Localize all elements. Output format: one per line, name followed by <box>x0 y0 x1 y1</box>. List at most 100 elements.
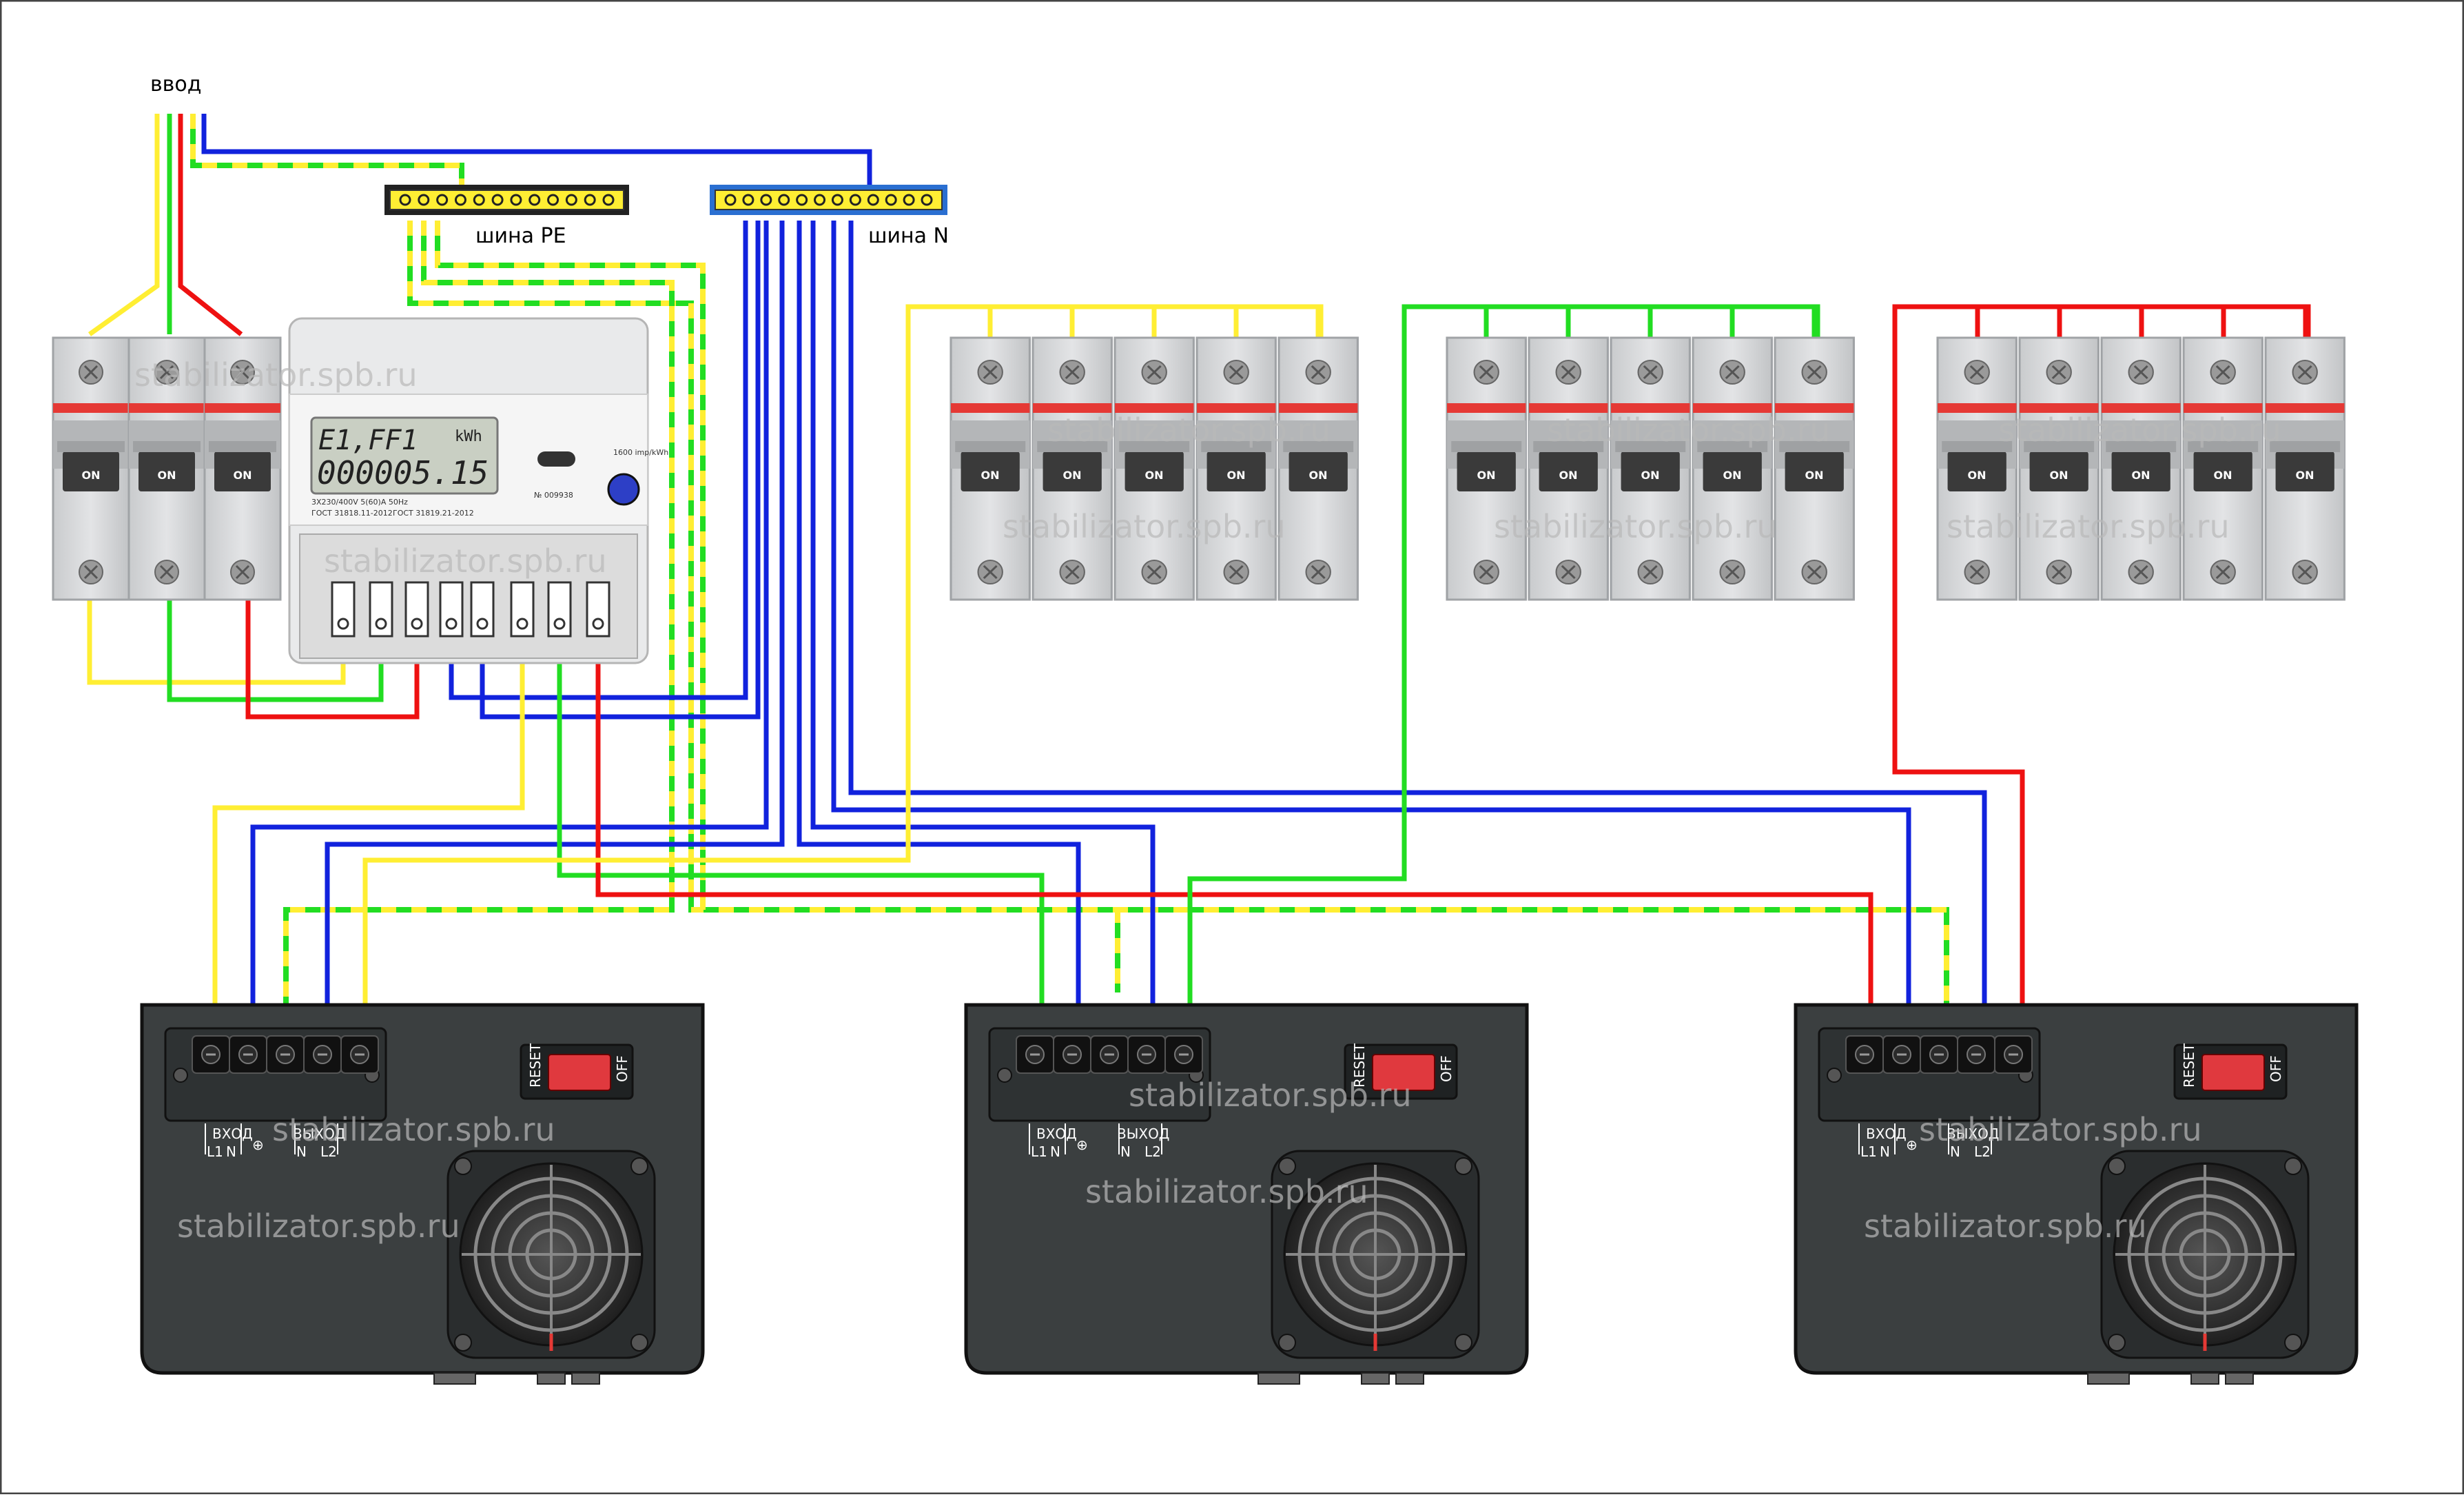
l1-meter-stab1 <box>212 607 525 1041</box>
bus-screw <box>885 194 897 206</box>
fan-screw <box>454 1157 472 1175</box>
l3-meter-stab3 <box>595 607 1873 1041</box>
stabilizer-output-label: ВЫХОД <box>293 1126 345 1142</box>
breaker-group-3: ON ON ON ON ON <box>1938 338 2344 600</box>
stabilizer-terminal <box>228 1035 268 1075</box>
stabilizer-n-in-label: N <box>226 1143 236 1160</box>
stabilizer-l2-label: L2 <box>1974 1143 1991 1160</box>
fan-screw <box>2284 1157 2302 1175</box>
breaker-on-label: ON <box>2214 469 2232 482</box>
bus-screw <box>814 194 826 206</box>
input-l1-wire <box>88 114 160 336</box>
breaker-on-label: ON <box>1309 469 1328 482</box>
breaker-on-label: ON <box>1145 469 1164 482</box>
stabilizer-switch <box>2201 1054 2265 1091</box>
bus-screw <box>903 194 915 206</box>
stabilizer-output-label: ВЫХОД <box>1117 1126 1169 1142</box>
breaker-on-label: ON <box>1968 469 1986 482</box>
pe-bus <box>384 185 629 215</box>
watermark-text: stabilizator.spb.ru <box>1947 508 2230 545</box>
stabilizer-foot <box>2087 1372 2130 1385</box>
bus-screw <box>849 194 861 206</box>
meter-standard-1: ГОСТ 31818.11-2012 <box>311 509 393 518</box>
stabilizer-l1-label: L1 <box>1860 1143 1877 1160</box>
watermark-text: stabilizator.spb.ru <box>1129 1077 1412 1114</box>
n-stab1-in <box>250 221 769 1041</box>
meter-terminal-screw <box>337 618 349 630</box>
meter-terminal <box>439 581 464 638</box>
bus-screw <box>565 194 577 206</box>
stabilizer-ground-label: ⊕ <box>1906 1137 1918 1153</box>
bus-screw <box>760 194 772 206</box>
stabilizer-terminal <box>1956 1035 1996 1075</box>
fan-screw <box>454 1334 472 1352</box>
out-stab3 <box>1892 304 2311 1041</box>
meter-button <box>607 473 640 506</box>
l2-meter-stab2 <box>557 607 1045 1041</box>
watermark-text: stabilizator.spb.ru <box>1998 411 2281 449</box>
pe-bus-bar <box>389 190 624 210</box>
watermark-text: stabilizator.spb.ru <box>1864 1208 2147 1245</box>
bus-screw <box>602 194 615 206</box>
meter-led <box>537 451 575 467</box>
stabilizer-bolt <box>997 1068 1012 1083</box>
meter-terminal <box>547 581 572 638</box>
pe-to-stab1 <box>283 221 675 1041</box>
stabilizer-n-in-label: N <box>1880 1143 1890 1160</box>
stabilizer-terminal <box>265 1035 305 1075</box>
meter-display-top: E1,FF1 <box>318 425 418 456</box>
meter-display-unit: kWh <box>455 428 482 445</box>
watermark-text: stabilizator.spb.ru <box>1085 1173 1368 1210</box>
bus-screw <box>796 194 808 206</box>
stabilizer-foot <box>571 1372 600 1385</box>
breaker-on-label: ON <box>1227 469 1246 482</box>
breaker-on-label: ON <box>1559 469 1578 482</box>
breaker-on-label: ON <box>234 469 252 482</box>
stabilizer-foot <box>2190 1372 2219 1385</box>
stabilizer-terminal <box>302 1035 342 1075</box>
stabilizer-terminal <box>1882 1035 1922 1075</box>
stabilizer-off-label: OFF <box>1438 1055 1455 1082</box>
bus-screw <box>724 194 737 206</box>
breaker-on-label: ON <box>981 469 1000 482</box>
watermark-text: stabilizator.spb.ru <box>272 1111 555 1148</box>
wires-layer <box>87 114 2311 1041</box>
stabilizer-ground-label: ⊕ <box>252 1137 264 1153</box>
fan-screw <box>630 1157 648 1175</box>
meter-terminal-screw <box>516 618 528 630</box>
stabilizer-terminal <box>1015 1035 1055 1075</box>
bus-screw <box>436 194 449 206</box>
meter-terminal <box>586 581 610 638</box>
n-stab2-out <box>810 221 1156 1041</box>
n-bus-label: шина N <box>868 224 949 248</box>
bus-screw <box>528 194 541 206</box>
n-stab1-out <box>325 221 785 1041</box>
fan-screw <box>2108 1157 2126 1175</box>
meter-terminal-screw <box>476 618 489 630</box>
stabilizer-switch <box>1372 1054 1435 1091</box>
stabilizer-terminal <box>1089 1035 1129 1075</box>
stabilizer-terminal <box>340 1035 380 1075</box>
pe-bus-label: шина PE <box>475 224 566 248</box>
meter-lcd <box>310 416 499 495</box>
meter-standard-2: ГОСТ 31819.21-2012 <box>393 509 474 518</box>
watermark-text: stabilizator.spb.ru <box>1547 411 1830 449</box>
input-pe-wire <box>190 114 464 196</box>
stabilizer-input-label: ВХОД <box>1036 1126 1077 1142</box>
stabilizer-terminal <box>1919 1035 1959 1075</box>
stabilizer-n-out-label: N <box>296 1143 307 1160</box>
breaker-on-label: ON <box>2050 469 2068 482</box>
stabilizer-reset-label: RESET <box>527 1043 544 1088</box>
stabilizer-foot <box>433 1372 476 1385</box>
breaker-on-label: ON <box>2132 469 2150 482</box>
stabilizer-l1-label: L1 <box>207 1143 223 1160</box>
stabilizer-switch <box>548 1054 611 1091</box>
n-stab2-in <box>797 221 1081 1041</box>
breaker-on-label: ON <box>2296 469 2314 482</box>
stabilizer-l2-label: L2 <box>1144 1143 1161 1160</box>
